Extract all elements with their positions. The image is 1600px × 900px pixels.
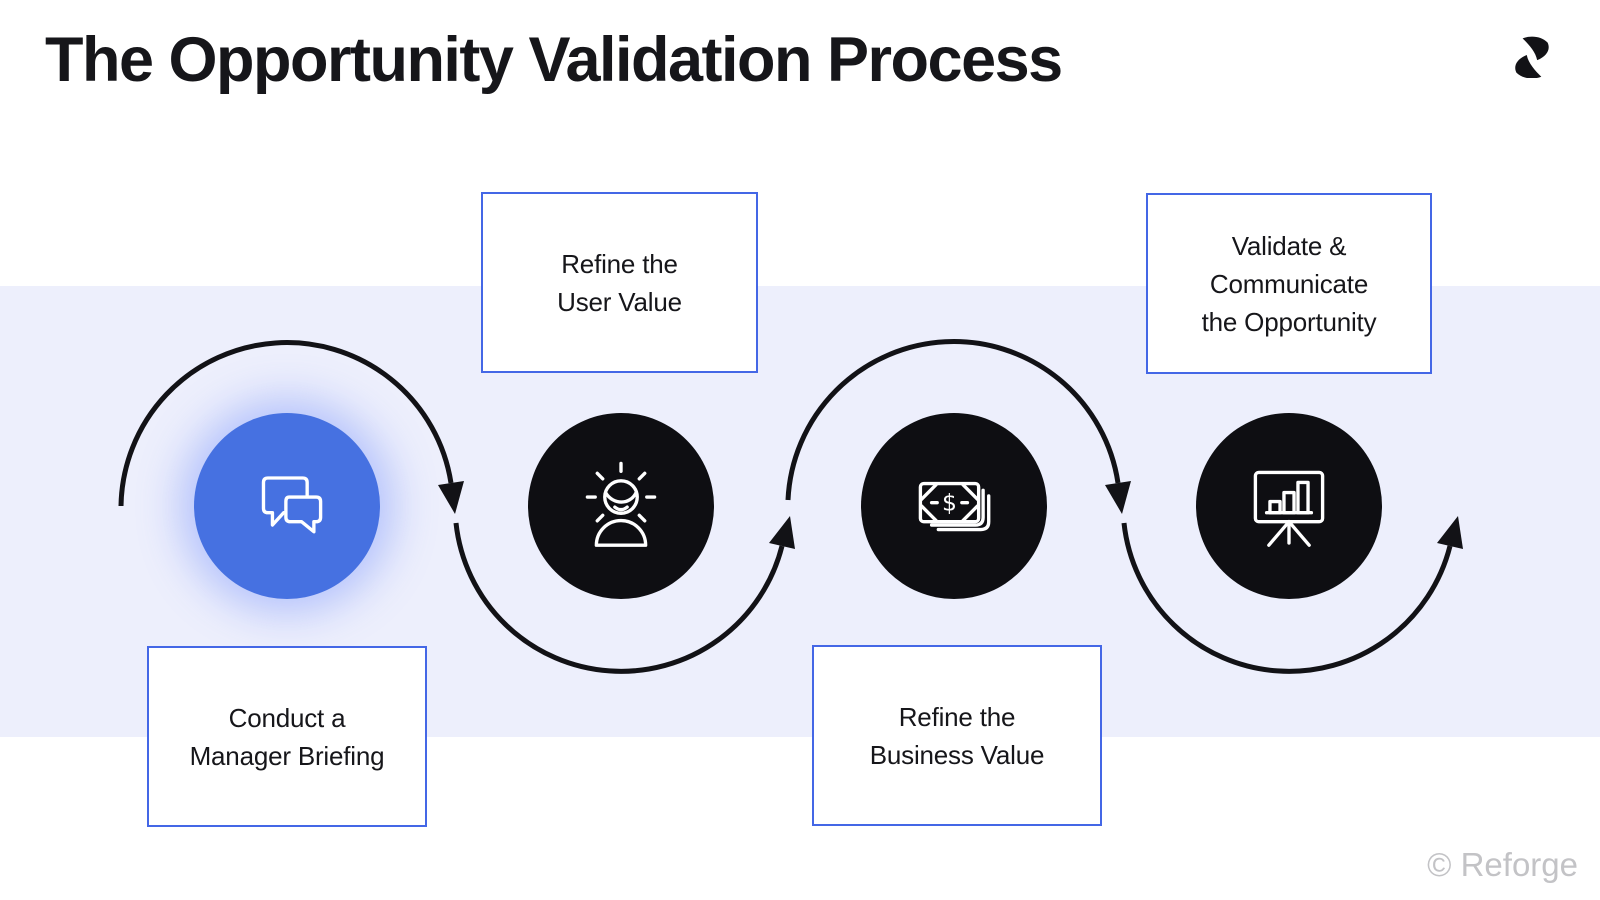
presentation-chart-icon — [1253, 470, 1325, 547]
step-circle-user-value — [528, 413, 714, 599]
step-label: Conduct a Manager Briefing — [189, 702, 385, 771]
step-label-box-validate-opportunity: Validate & Communicate the Opportunity — [1146, 193, 1432, 374]
dollar-sign-glyph: $ — [942, 488, 957, 516]
step-label: Validate & Communicate the Opportunity — [1201, 230, 1377, 337]
step-circle-business-value: $ — [861, 413, 1047, 599]
shining-person-icon — [585, 461, 657, 547]
step-circle-manager-briefing — [194, 413, 380, 599]
reforge-logo-icon — [1515, 36, 1549, 78]
chat-bubbles-icon — [261, 476, 323, 534]
page-title: The Opportunity Validation Process — [45, 25, 1063, 95]
step-circle-validate-opportunity — [1196, 413, 1382, 599]
money-bills-icon: $ — [918, 481, 991, 532]
step-label: Refine the Business Value — [869, 701, 1045, 770]
step-label-box-manager-briefing: Conduct a Manager Briefing — [147, 646, 427, 827]
step-label-box-user-value: Refine the User Value — [481, 192, 758, 373]
copyright-text: © Reforge — [1427, 846, 1578, 883]
step-label-box-business-value: Refine the Business Value — [812, 645, 1102, 826]
step-label: Refine the User Value — [557, 248, 682, 317]
